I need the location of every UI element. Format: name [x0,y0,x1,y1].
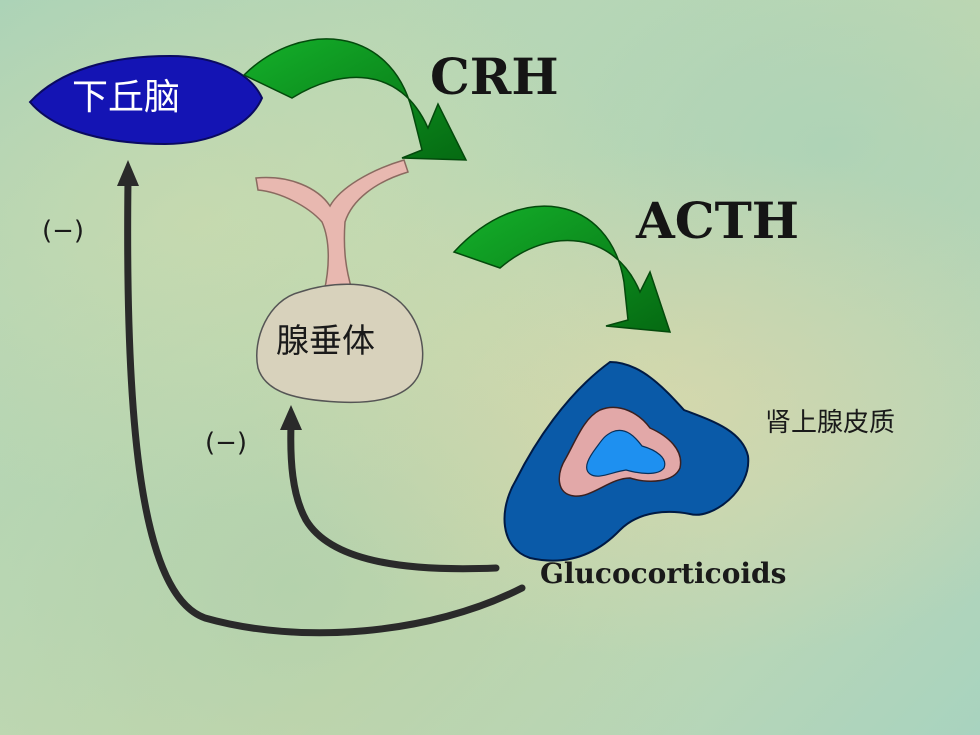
hypothalamus-label: 下丘脑 [72,77,181,118]
glucocorticoids-label: Glucocorticoids [540,557,787,590]
adrenal-inner [586,429,666,477]
pituitary-stalk [255,159,409,293]
hypothalamus-shape [28,54,264,146]
acth-label: ACTH [636,191,800,250]
feedback-arrow-pituitary [287,421,500,573]
negative-feedback-label-2: (−) [205,428,248,458]
crh-arrow [242,38,468,161]
acth-arrow [452,205,672,333]
negative-feedback-label-1: (−) [42,216,85,246]
feedback-arrowhead-hypothalamus [117,160,139,186]
pituitary-label: 腺垂体 [276,321,375,360]
adrenal-cortex-label: 肾上腺皮质 [765,408,896,438]
crh-label: CRH [430,47,559,106]
feedback-arrow-hypothalamus [124,176,526,637]
feedback-arrowhead-pituitary [280,405,302,430]
pituitary-body [256,283,424,404]
